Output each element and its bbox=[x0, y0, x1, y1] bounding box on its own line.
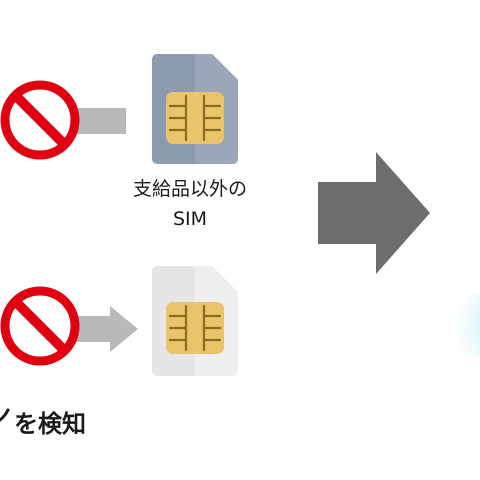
bottom-sim-card-icon bbox=[152, 266, 238, 376]
main-right-arrow-icon bbox=[318, 152, 430, 274]
blue-glow-decoration bbox=[446, 293, 480, 357]
detect-text-label: を検知 bbox=[14, 410, 86, 438]
sim-label-line1: 支給品以外の bbox=[132, 178, 247, 200]
detect-text: を検知 bbox=[14, 404, 86, 439]
top-prohibited-icon bbox=[0, 80, 80, 160]
bottom-prohibited-icon bbox=[0, 286, 80, 366]
sim-label: 支給品以外の SIM bbox=[110, 174, 270, 234]
cut-off-character bbox=[0, 408, 10, 422]
sim-label-line2: SIM bbox=[172, 208, 208, 230]
top-sim-card-icon bbox=[152, 54, 238, 164]
